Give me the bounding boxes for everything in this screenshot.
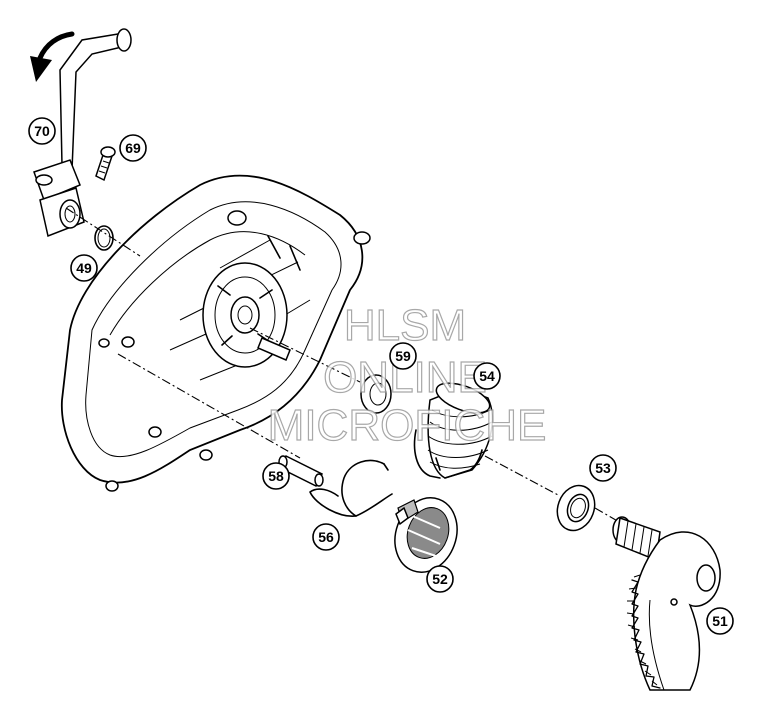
callout-58: 58 bbox=[262, 462, 290, 490]
spring-clip-part bbox=[309, 459, 393, 517]
callout-label: 58 bbox=[268, 468, 284, 484]
callout-label: 59 bbox=[395, 348, 411, 364]
watermark: HLSM ONLINE MICROFICHE bbox=[267, 300, 547, 450]
callout-label: 69 bbox=[125, 140, 141, 156]
kick-starter-lever bbox=[33, 28, 132, 238]
kick-shaft-part bbox=[612, 516, 721, 691]
ratchet-gear-part bbox=[394, 497, 458, 573]
callout-51: 51 bbox=[706, 607, 734, 635]
callout-label: 51 bbox=[712, 613, 728, 629]
oil-seal-part bbox=[556, 484, 596, 532]
callout-52: 52 bbox=[426, 565, 454, 593]
callout-69: 69 bbox=[119, 134, 147, 162]
bolt-part bbox=[95, 146, 116, 182]
kick-spring-part bbox=[413, 382, 494, 479]
callout-53: 53 bbox=[589, 454, 617, 482]
watermark-line-1: HLSM bbox=[344, 301, 466, 350]
rotation-arrow-icon bbox=[30, 31, 75, 82]
callout-56: 56 bbox=[312, 523, 340, 551]
callout-59: 59 bbox=[389, 342, 417, 370]
callout-label: 53 bbox=[595, 460, 611, 476]
callout-label: 54 bbox=[479, 368, 495, 384]
washer-part bbox=[360, 374, 392, 414]
watermark-line-3: MICROFICHE bbox=[268, 401, 547, 450]
callout-label: 56 bbox=[318, 529, 334, 545]
crankcase-cover bbox=[61, 174, 371, 492]
callout-label: 70 bbox=[34, 123, 50, 139]
callout-label: 49 bbox=[76, 260, 92, 276]
callout-70: 70 bbox=[28, 117, 56, 145]
circlip-part bbox=[94, 225, 114, 251]
callout-54: 54 bbox=[473, 362, 501, 390]
callout-label: 52 bbox=[432, 571, 448, 587]
callout-49: 49 bbox=[70, 254, 98, 282]
